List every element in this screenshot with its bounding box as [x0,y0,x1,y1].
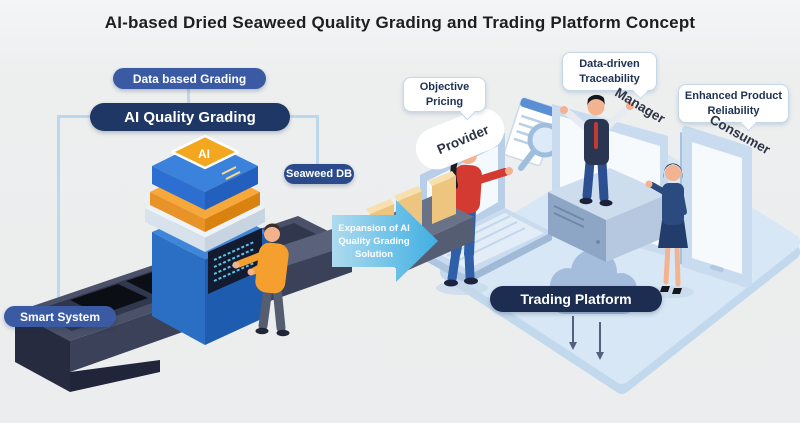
connector-line-top [187,88,190,104]
data-based-grading-badge: Data based Grading [113,68,266,89]
trading-platform-badge: Trading Platform [490,286,662,312]
consumer-person [645,163,694,298]
data-driven-traceability-text: Data-driven Traceability [579,58,640,85]
expansion-arrow: Expansion of AI Quality Grading Solution [332,200,438,282]
arrow-text-line1: Expansion of AI [338,223,409,234]
enhanced-product-reliability-bubble: Enhanced Product Reliability [678,84,789,131]
smart-system-badge: Smart System [4,306,116,327]
smartphone-illustration [680,126,752,288]
worker-person [232,223,290,337]
connector-line-left-vertical [57,115,60,309]
page-title: AI-based Dried Seaweed Quality Grading a… [104,13,696,32]
connector-line-right-horizontal [289,115,319,118]
arrow-text-line2: Quality Grading [338,236,409,247]
ai-chip-label: AI [198,147,210,161]
arrow-text-line3: Solution [355,249,393,260]
objective-pricing-text: Objective Pricing [419,81,470,108]
ai-quality-grading-badge: AI Quality Grading [90,103,290,131]
data-driven-traceability-bubble: Data-driven Traceability [562,52,657,99]
objective-pricing-bubble: Objective Pricing [403,77,486,120]
seaweed-db-badge: Seaweed DB [284,164,354,184]
manager-person [560,94,634,207]
connector-line-right-vertical [316,115,319,167]
ai-chip-stack: AI [145,134,265,252]
enhanced-product-reliability-text: Enhanced Product Reliability [684,90,783,117]
connector-line-left-horizontal [57,115,91,118]
